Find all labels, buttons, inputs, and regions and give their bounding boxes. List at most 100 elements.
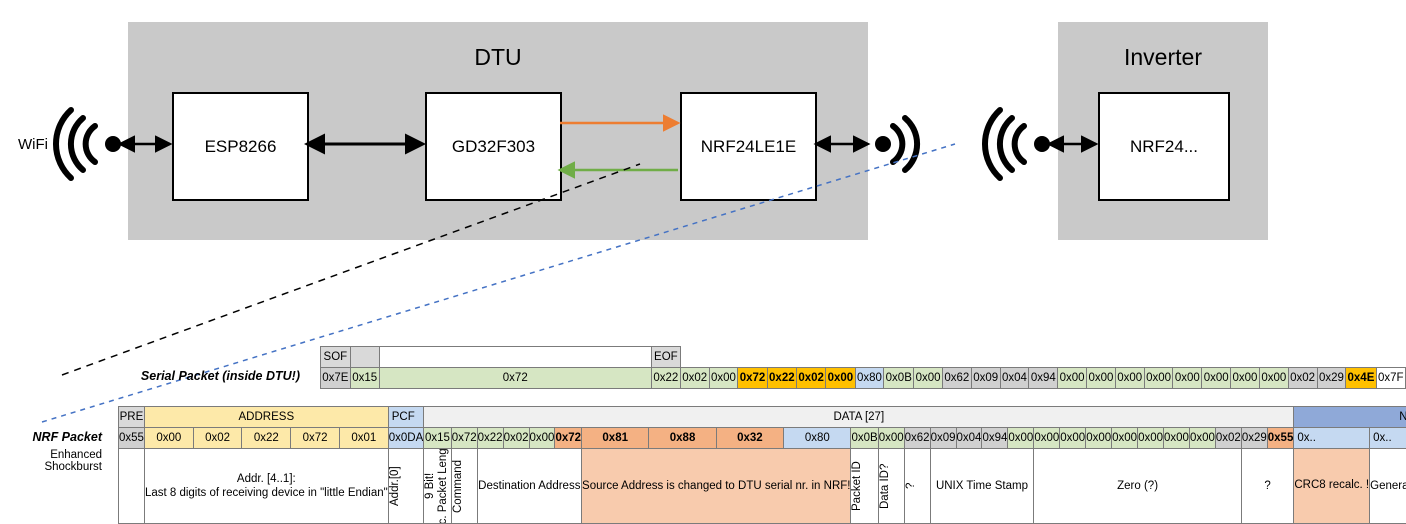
serial-byte-20: 0x00 — [1173, 368, 1202, 389]
serial-byte-15: 0x94 — [1029, 368, 1058, 389]
nrf-desc-destination: Destination Address — [477, 449, 581, 524]
nrf-address-byte-1: 0x02 — [193, 428, 242, 449]
serial-header-row: SOF EOF — [321, 347, 1406, 368]
serial-byte-9: 0x80 — [855, 368, 884, 389]
nrf-address-byte-2: 0x22 — [242, 428, 291, 449]
serial-byte-6: 0x22 — [767, 368, 796, 389]
nrf-data-byte-10: 0x0B — [851, 428, 878, 449]
serial-byte-24: 0x02 — [1288, 368, 1317, 389]
nrf-desc-question: ? — [1241, 449, 1294, 524]
nrf-desc-crc8: CRC8 recalc. ! — [1294, 449, 1370, 524]
nrf-data-byte-7: 0x88 — [649, 428, 716, 449]
serial-header-spacer — [350, 347, 379, 368]
wifi-label: WiFi — [18, 136, 48, 153]
nrf-packet-sub-label: Enhanced Shockburst — [0, 449, 102, 473]
nrf-desc-unix: UNIX Time Stamp — [930, 449, 1034, 524]
serial-byte-13: 0x09 — [971, 368, 1000, 389]
serial-byte-1: 0x72 — [379, 368, 651, 389]
serial-byte-26: 0x4E — [1346, 368, 1376, 389]
nrf-desc-pcf-text: 9 Bit!Inc. Packet Length — [424, 449, 450, 523]
nrf-desc-question-small-text: ? — [905, 449, 918, 523]
chip-nrf24-label: NRF24... — [1130, 137, 1198, 157]
nrf-data-byte-3: 0x02 — [503, 428, 529, 449]
nrf-desc-packet-id: Packet ID — [851, 449, 878, 524]
nrf-pre-value: 0x55 — [119, 428, 145, 449]
serial-byte-2: 0x22 — [651, 368, 680, 389]
serial-byte-17: 0x00 — [1087, 368, 1116, 389]
nrf-address-byte-3: 0x72 — [291, 428, 340, 449]
nrf-data-byte-26: 0x55 — [1267, 428, 1294, 449]
serial-sof-value: 0x7E — [321, 368, 351, 389]
nrf-data-byte-9: 0x80 — [784, 428, 851, 449]
serial-byte-22: 0x00 — [1231, 368, 1260, 389]
nrf-data-byte-8: 0x32 — [716, 428, 783, 449]
nrf-data-byte-1: 0x72 — [451, 428, 477, 449]
serial-byte-10: 0x0B — [884, 368, 914, 389]
nrf-address-byte-0: 0x00 — [144, 428, 193, 449]
nrf-data-byte-24: 0x02 — [1215, 428, 1241, 449]
nrf-data-byte-14: 0x04 — [956, 428, 982, 449]
nrf-desc-packet-id-text: Packet ID — [851, 449, 864, 523]
chip-gd32f303: GD32F303 — [425, 92, 562, 201]
nrf-data-byte-6: 0x81 — [582, 428, 649, 449]
serial-byte-23: 0x00 — [1259, 368, 1288, 389]
serial-byte-14: 0x04 — [1000, 368, 1029, 389]
inverter-title: Inverter — [1058, 44, 1268, 71]
serial-byte-21: 0x00 — [1202, 368, 1231, 389]
nrf-desc-command-text: Command — [452, 449, 465, 523]
nrf-data-byte-19: 0x00 — [1086, 428, 1112, 449]
nrf-pre-header: PRE — [119, 407, 145, 428]
nrf-packet-row-label: NRF Packet — [0, 430, 102, 444]
serial-byte-8: 0x00 — [826, 368, 855, 389]
chip-gd32f303-label: GD32F303 — [452, 137, 535, 157]
nrf-data-byte-0: 0x15 — [424, 428, 451, 449]
chip-nrf24le1e-label: NRF24LE1E — [701, 137, 796, 157]
dtu-title: DTU — [128, 44, 868, 71]
serial-byte-5: 0x72 — [738, 368, 767, 389]
serial-byte-16: 0x00 — [1058, 368, 1087, 389]
nrf-desc-question-small: ? — [904, 449, 930, 524]
nrf-desc-pcf: 9 Bit!Inc. Packet Length — [424, 449, 451, 524]
serial-eof-value: 0x7F — [1376, 368, 1405, 389]
nrf-packet-table: PRE ADDRESS PCF DATA [27] NRF CRC 0x55 0… — [118, 406, 1406, 524]
serial-byte-12: 0x62 — [942, 368, 971, 389]
serial-header-gap — [379, 347, 651, 368]
chip-esp8266: ESP8266 — [172, 92, 309, 201]
nrf-address-header: ADDRESS — [144, 407, 388, 428]
serial-packet-row-label: Serial Packet (inside DTU!) — [0, 369, 300, 383]
nrf-data-byte-17: 0x00 — [1034, 428, 1060, 449]
nrf-data-byte-22: 0x00 — [1164, 428, 1190, 449]
nrf-data-byte-18: 0x00 — [1060, 428, 1086, 449]
nrf-data-byte-21: 0x00 — [1138, 428, 1164, 449]
nrf-data-byte-11: 0x00 — [878, 428, 904, 449]
nrf-desc-data-id-text: Data ID? — [879, 449, 892, 523]
nrf-description-row: Addr. [4..1]:Last 8 digits of receiving … — [119, 449, 1406, 524]
nrf-desc-source: Source Address is changed to DTU serial … — [582, 449, 851, 524]
nrf-crc-byte-1: 0x.. — [1370, 428, 1406, 449]
nrf-data-byte-25: 0x29 — [1241, 428, 1267, 449]
nrf-data-byte-4: 0x00 — [529, 428, 555, 449]
nrf-desc-address: Addr. [4..1]:Last 8 digits of receiving … — [144, 449, 388, 524]
serial-byte-7: 0x02 — [796, 368, 825, 389]
serial-byte-4: 0x00 — [709, 368, 738, 389]
nrf-data-byte-2: 0x22 — [477, 428, 503, 449]
serial-byte-25: 0x29 — [1317, 368, 1346, 389]
nrf-data-header-cell: DATA [27] — [424, 407, 1294, 428]
nrf-desc-data-id: Data ID? — [878, 449, 904, 524]
serial-eof-header: EOF — [651, 347, 680, 368]
nrf-desc-addr0-text: Addr.[0] — [389, 449, 402, 523]
nrf-desc-addr0: Addr.[0] — [388, 449, 424, 524]
chip-nrf24le1e: NRF24LE1E — [680, 92, 817, 201]
nrf-crc-header: NRF CRC — [1294, 407, 1406, 428]
nrf-data-byte-5: 0x72 — [555, 428, 582, 449]
serial-byte-11: 0x00 — [914, 368, 943, 389]
nrf-data-byte-16: 0x00 — [1008, 428, 1034, 449]
nrf-pcf-value: 0x0DA — [388, 428, 424, 449]
chip-nrf24: NRF24... — [1098, 92, 1230, 201]
nrf-desc-pre-spacer — [119, 449, 145, 524]
nrf-pcf-header: PCF — [388, 407, 424, 428]
serial-byte-3: 0x02 — [680, 368, 709, 389]
block-diagram: DTU ESP8266 GD32F303 NRF24LE1E Inverter … — [0, 0, 1406, 260]
